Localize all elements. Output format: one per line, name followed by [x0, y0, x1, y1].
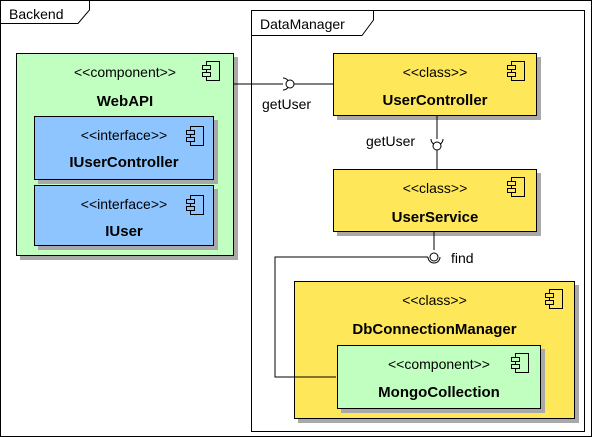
component-icon — [186, 195, 204, 215]
usercontroller-name: UserController — [382, 92, 488, 109]
component-icon — [507, 61, 525, 81]
component-icon — [507, 177, 525, 197]
component-icon — [511, 353, 529, 373]
iuser-name: IUser — [105, 223, 143, 240]
iuser-stereotype: <<interface>> — [80, 196, 168, 212]
component-icon — [202, 61, 220, 81]
dbconnectionmanager-name: DbConnectionManager — [352, 321, 517, 338]
iuser-interface[interactable]: <<interface>> IUser — [34, 185, 214, 246]
webapi-component[interactable]: <<component>> WebAPI <<interface>> IUser… — [16, 53, 234, 256]
webapi-stereotype: <<component>> — [74, 64, 176, 80]
userservice-stereotype: <<class>> — [402, 180, 468, 196]
component-icon — [545, 289, 563, 309]
backend-tab — [0, 0, 90, 24]
component-icon — [186, 126, 204, 146]
getuser-service-label: getUser — [366, 133, 416, 149]
iusercontroller-stereotype: <<interface>> — [80, 127, 168, 143]
backend-label: Backend — [9, 6, 64, 22]
dbconnectionmanager-stereotype: <<class>> — [402, 292, 467, 308]
find-label: find — [451, 250, 474, 266]
webapi-name: WebAPI — [96, 93, 154, 110]
mongocollection-component[interactable]: <<component>> MongoCollection — [337, 345, 541, 409]
userservice-name: UserService — [391, 209, 479, 226]
datamanager-tab — [251, 10, 374, 36]
datamanager-label: DataManager — [260, 16, 345, 32]
getuser-webapi-label: getUser — [262, 96, 312, 112]
mongocollection-name: MongoCollection — [378, 384, 500, 401]
usercontroller-class[interactable]: <<class>> UserController — [333, 53, 537, 116]
userservice-class[interactable]: <<class>> UserService — [333, 169, 537, 232]
iusercontroller-name: IUserController — [69, 154, 179, 171]
dbconnectionmanager-class[interactable]: <<class>> DbConnectionManager <<componen… — [294, 281, 575, 419]
usercontroller-stereotype: <<class>> — [402, 64, 468, 80]
iusercontroller-interface[interactable]: <<interface>> IUserController — [34, 116, 214, 180]
